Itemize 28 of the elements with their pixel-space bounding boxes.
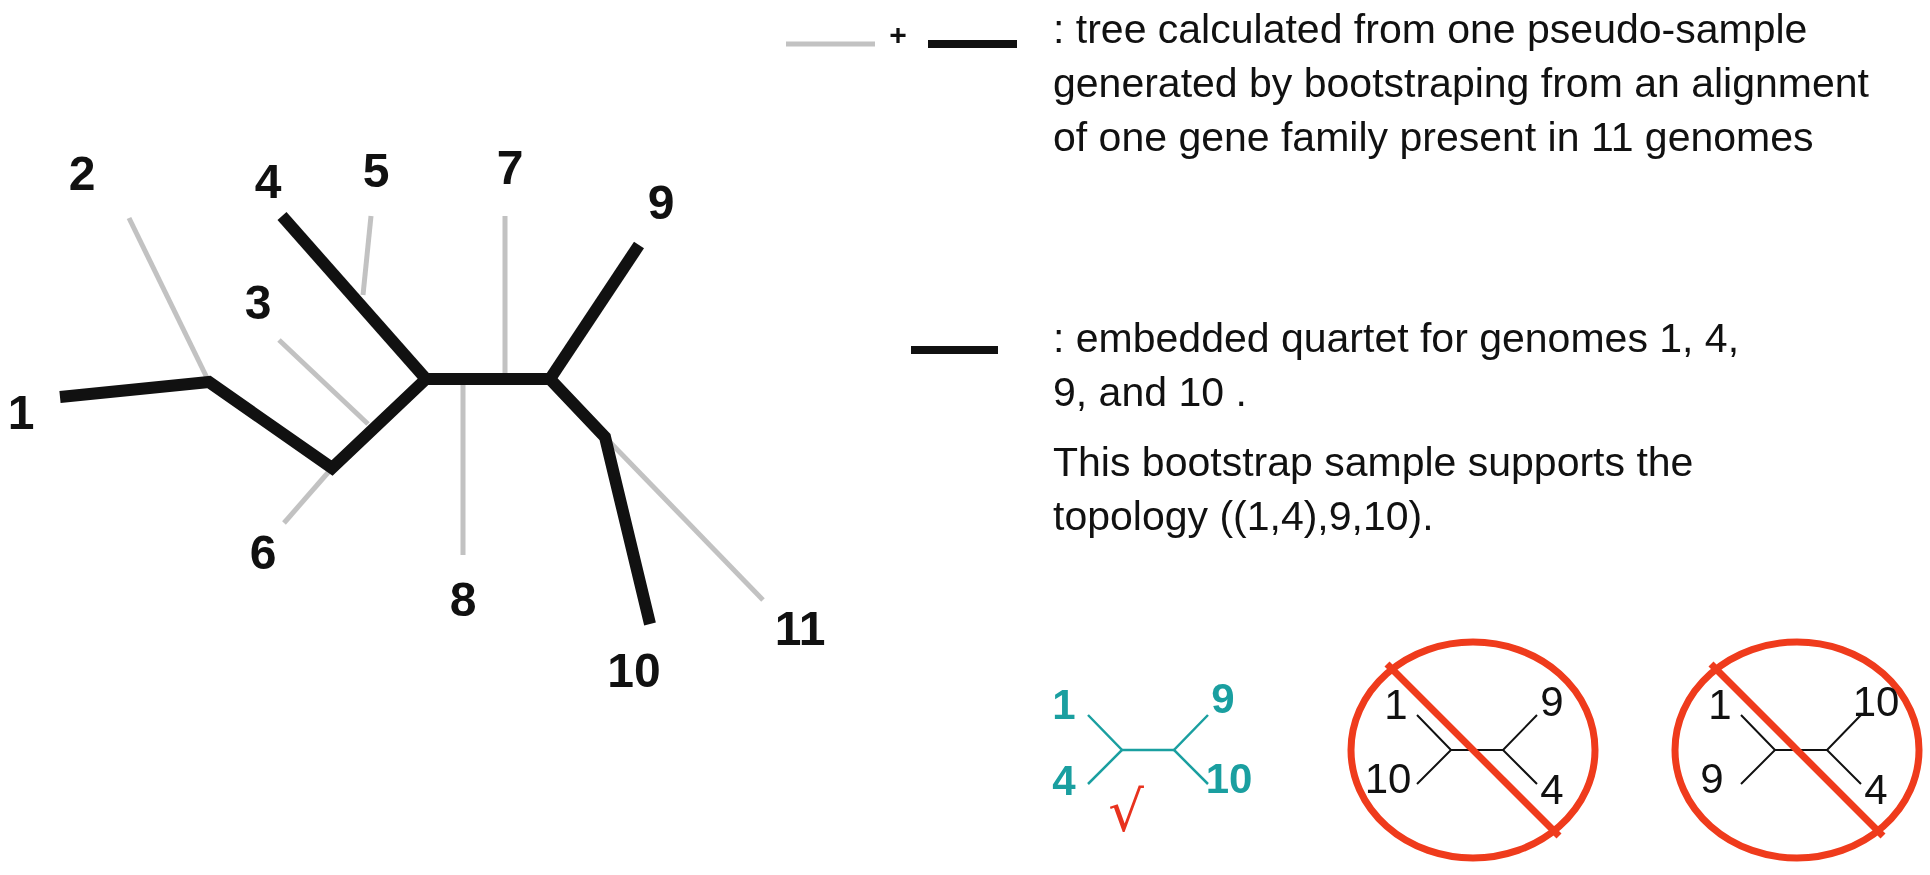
genome-number: 4 — [1052, 760, 1076, 802]
leaf-number: 11 — [774, 605, 826, 653]
genome-number: 9 — [1700, 758, 1724, 800]
genome-number: 1 — [1052, 684, 1076, 726]
genome-number: 10 — [1364, 758, 1412, 800]
check-mark: √ — [1108, 784, 1144, 840]
genome-number: 9 — [1540, 681, 1564, 723]
genome-number: 10 — [1205, 758, 1253, 800]
leaf-number: 7 — [496, 144, 524, 192]
genome-number: 10 — [1852, 681, 1900, 723]
plus-sign: + — [889, 20, 907, 50]
note-text: This bootstrap sample supports the topology ((1,4),9,10). — [1053, 438, 1695, 542]
leaf-number: 1 — [7, 389, 35, 437]
genome-number: 9 — [1211, 678, 1235, 720]
leaf-number: 6 — [249, 529, 277, 577]
leaf-number: 2 — [68, 150, 96, 198]
legend-text: : embedded quartet for genomes 1, 4, 9, and 10 . — [1053, 314, 1741, 418]
legend-text: : tree calculated from one pseudo-sample generated by bootstraping from an alignment of one gene family present in 11 genomes — [1053, 5, 1870, 163]
genome-number: 4 — [1540, 769, 1564, 811]
genome-number: 1 — [1384, 684, 1408, 726]
leaf-number: 10 — [607, 647, 661, 695]
leaf-number: 3 — [244, 279, 272, 327]
leaf-number: 4 — [254, 158, 282, 206]
genome-number: 4 — [1864, 769, 1888, 811]
genome-number: 1 — [1708, 684, 1732, 726]
leaf-number: 9 — [647, 179, 675, 227]
leaf-number: 5 — [362, 147, 390, 195]
leaf-number: 8 — [449, 576, 477, 624]
